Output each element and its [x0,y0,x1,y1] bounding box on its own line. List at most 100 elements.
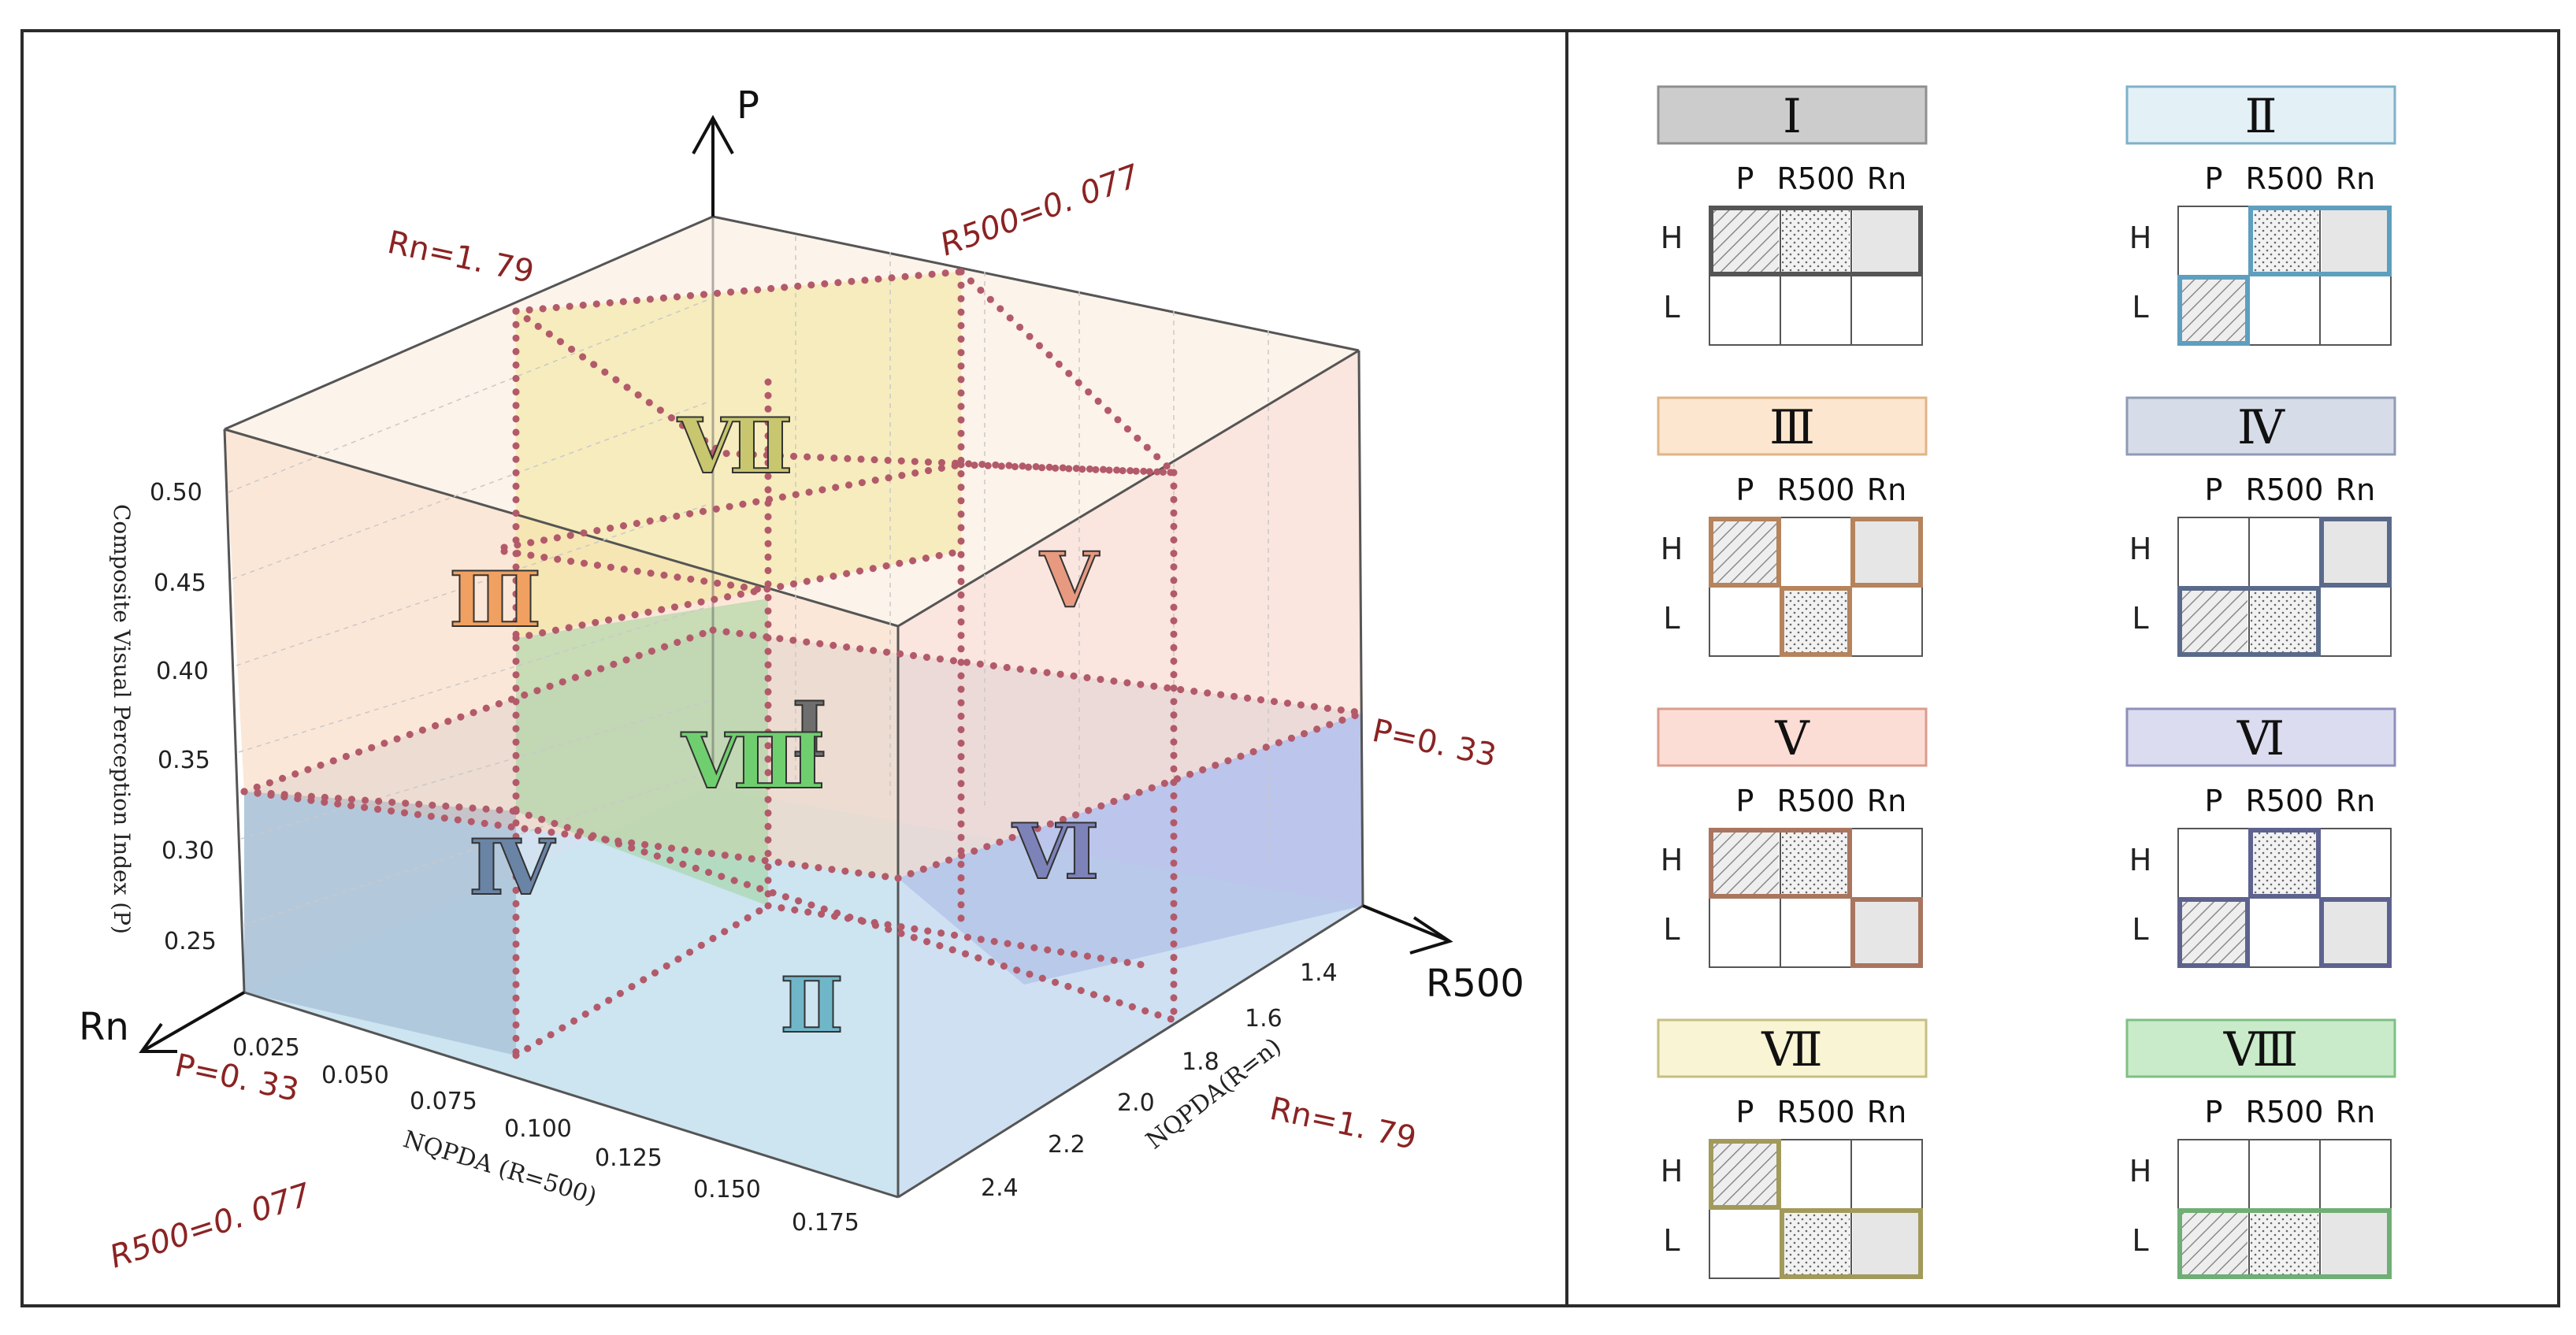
legend-row-label: L [1663,1223,1680,1258]
legend-row-label: L [2132,601,2148,636]
region-label-viii: Ⅷ [681,717,825,806]
legend-filled-cell [2251,588,2318,655]
legend-row-label: H [1661,843,1683,877]
legend-cell [2177,828,2250,899]
legend-cell [1850,1139,1923,1210]
legend-numeral: Ⅲ [1769,400,1815,455]
y-tick: 2.2 [1048,1131,1086,1159]
x-tick: 0.100 [504,1115,572,1143]
region-label-iv: Ⅳ [469,823,556,912]
legend-row-label: L [1663,912,1680,947]
figure-frame [20,29,2560,1307]
legend-filled-cell [1782,588,1850,655]
legend-column-label: P [1736,1095,1754,1129]
y-tick: 2.4 [981,1174,1019,1202]
legend-column-label: Rn [1867,1095,1907,1129]
legend-header [2125,1018,2396,1078]
axis-letter-p: P [737,83,759,128]
legend-cell [1709,1208,1781,1279]
z-tick: 0.30 [161,837,214,865]
legend-group-outline [1709,828,1852,899]
z-tick: 0.25 [164,928,217,955]
region-label-vii: Ⅶ [677,402,792,491]
legend-group-outline [1780,586,1852,657]
legend-cell [2319,1139,2392,1210]
legend-filled-cell [2251,1211,2318,1277]
legend-filled-cell [2322,899,2389,966]
x-tick: 0.025 [232,1034,300,1062]
z-axis: 0.50 0.45 0.40 0.35 0.30 0.25 Composite … [109,479,217,955]
legend-cell [2248,275,2321,346]
legend-column-label: R500 [2246,784,2324,818]
legend-group-outline [1709,206,1923,276]
panel-divider [1565,29,1568,1307]
legend-column-label: P [2205,784,2223,818]
legend-filled-cell [2180,1211,2248,1277]
legend-column-label: Rn [2336,1095,2376,1129]
legend-row-label: L [1663,290,1680,324]
y-tick: 1.8 [1182,1048,1219,1076]
z-axis-title: Composite Visual Perception Index (P) [109,504,135,934]
legend-column-label: P [2205,161,2223,196]
region-label-iii: Ⅲ [449,555,541,644]
legend-header [2125,396,2396,456]
legend-filled-cell [2180,277,2248,343]
x-tick: 0.125 [595,1144,663,1172]
region-label-v: Ⅴ [1039,536,1100,625]
legend-column-label: R500 [1777,1095,1855,1129]
legend-cell [2177,206,2250,276]
region-label-ii: Ⅱ [780,961,844,1050]
legend-row-label: L [2132,290,2148,324]
z-tick: 0.45 [154,569,206,597]
region-label-i: Ⅰ [792,685,827,774]
legend-filled-cell [1782,1211,1850,1277]
legend-column-label: P [1736,473,1754,507]
legend-filled-cell [2322,208,2389,274]
legend-row-label: L [2132,1223,2148,1258]
legend-row-label: L [2132,912,2148,947]
legend-numeral: Ⅵ [2236,711,2285,766]
legend-column-label: Rn [1867,161,1907,196]
legend-cell [1780,897,1852,968]
legend-header [1657,707,1928,767]
legend-filled-cell [1782,208,1850,274]
legend-column-label: P [2205,1095,2223,1129]
z-tick: 0.35 [158,747,210,774]
legend-group-outline [2248,206,2392,276]
legend-filled-cell [1853,519,1921,585]
legend-header [2125,707,2396,767]
legend-header [2125,85,2396,145]
legend-filled-cell [2180,899,2248,966]
legend-column-label: R500 [2246,161,2324,196]
legend-header [1657,1018,1928,1078]
x-tick: 0.075 [410,1088,477,1115]
legend-column-label: R500 [1777,161,1855,196]
y-tick: 1.4 [1300,959,1338,987]
legend-filled-cell [1853,208,1921,274]
legend-cell [1709,897,1781,968]
legend-row-label: H [2129,532,2152,566]
x-tick: 0.150 [693,1176,761,1203]
legend-column-label: R500 [2246,1095,2324,1129]
legend-header [1657,85,1928,145]
legend-column-label: Rn [2336,473,2376,507]
axis-arrows [139,114,1453,1053]
legend-numeral: Ⅱ [2245,89,2277,144]
legend-group-outline [1709,517,1781,588]
legend-filled-cell [1711,519,1779,585]
legend-cell [1850,586,1923,657]
legend-column-label: R500 [2246,473,2324,507]
y-tick: 2.0 [1117,1089,1155,1117]
legend-cell [1780,517,1852,588]
legend-group-outline [2177,275,2250,346]
legend-filled-cell [1711,1141,1779,1207]
legend-column-label: Rn [1867,784,1907,818]
legend-column-label: R500 [1777,784,1855,818]
cube-diagram: P R500 Rn 0.50 0.45 0.40 0.35 0.30 0.25 … [79,83,1524,1276]
